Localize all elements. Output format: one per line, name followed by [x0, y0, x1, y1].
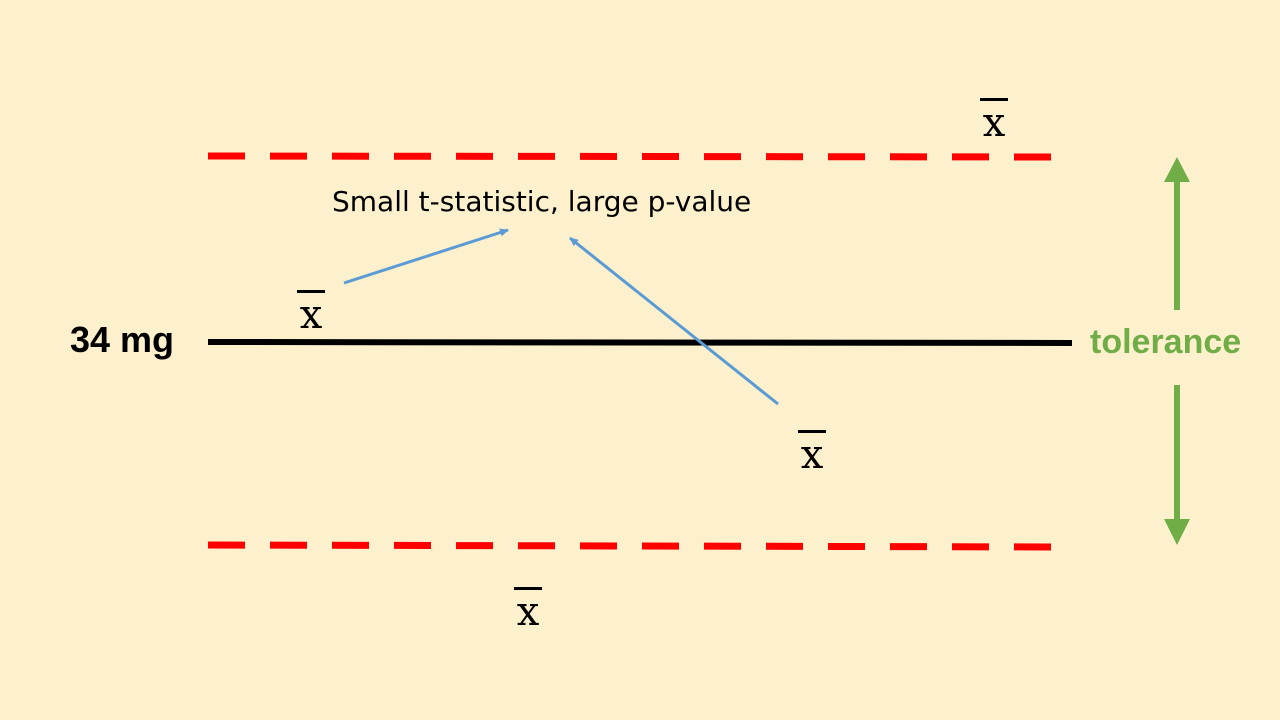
pointer-arrow-right — [569, 236, 779, 406]
center-line — [207, 339, 1073, 346]
annotation-text: Small t-statistic, large p-value — [332, 185, 752, 218]
tolerance-arrow-up-head — [1164, 157, 1190, 182]
center-value-label: 34 mg — [70, 319, 175, 360]
tolerance-arrow — [1164, 157, 1190, 545]
upper-limit-line — [207, 152, 1065, 161]
sample-mean-lower: x — [514, 587, 542, 632]
sample-mean-below-center: x — [798, 430, 826, 475]
tolerance-arrow-down-head — [1164, 519, 1190, 545]
tolerance-label: tolerance — [1090, 323, 1242, 361]
pointer-arrow-left — [343, 228, 509, 285]
lower-limit-line — [207, 541, 1065, 551]
sample-mean-near-center: x — [297, 290, 325, 335]
sample-mean-upper: x — [980, 98, 1008, 143]
